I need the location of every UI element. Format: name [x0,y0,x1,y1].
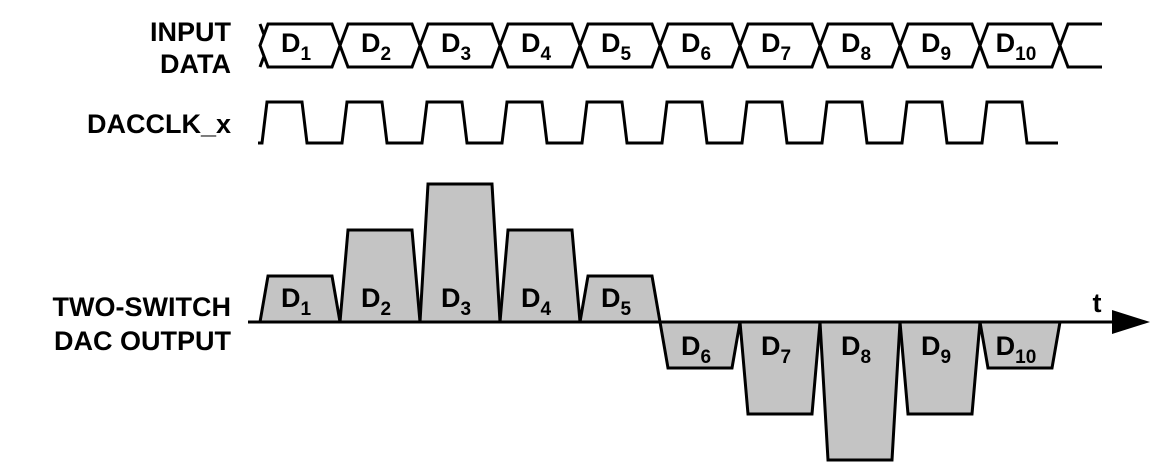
input-data-word-8-base: D [841,28,861,58]
dac-output-word-5: D5 [601,283,632,320]
input-bus-tail [1058,22,1102,69]
dac-output-word-4-base: D [521,283,541,313]
input-data-word-10-base: D [996,28,1016,58]
input-data-word-5-subscript: 5 [620,44,631,65]
input-data-word-10-subscript: 10 [1015,44,1036,65]
input-data-word-1-subscript: 1 [300,44,311,65]
input-data-word-1: D1 [281,28,312,65]
dacclk-waveform [258,100,1058,145]
dac-output-word-2-subscript: 2 [380,299,391,320]
input-data-label-line1: INPUT [150,17,232,47]
dac-output-word-6-subscript: 6 [700,347,711,368]
input-data-word-6-base: D [681,28,701,58]
dac-output-word-10-subscript: 10 [1015,347,1036,368]
input-data-word-4-base: D [521,28,541,58]
input-data-word-2-subscript: 2 [380,44,391,65]
dac-output-word-9: D9 [921,331,951,368]
dac-output-word-4-subscript: 4 [540,299,551,320]
input-data-word-3: D3 [441,28,471,65]
input-data-word-7-base: D [761,28,781,58]
dac-output-word-5-base: D [601,283,621,313]
dac-output-word-8: D8 [841,331,871,368]
dac-output-label-line1: TWO-SWITCH [53,292,231,322]
time-axis-label: t [1093,288,1102,318]
input-data-word-4-subscript: 4 [540,44,551,65]
dac-output-word-1-base: D [281,283,301,313]
dac-output-word-6: D6 [681,331,711,368]
dac-output-word-7: D7 [761,331,791,368]
dac-output-word-3-base: D [441,283,461,313]
input-data-word-1-base: D [281,28,301,58]
dac-output-word-8-base: D [841,331,861,361]
dac-output-label-line2: DAC OUTPUT [54,326,231,356]
input-data-word-9: D9 [921,28,951,65]
dac-output-word-9-subscript: 9 [940,347,951,368]
dac-output-word-10: D10 [996,331,1037,368]
dac-output-word-4: D4 [521,283,552,320]
dac-output-word-7-base: D [761,331,781,361]
input-data-word-8-subscript: 8 [860,44,871,65]
input-data-word-4: D4 [521,28,552,65]
dac-output-word-1-subscript: 1 [300,299,311,320]
dacclk-trace [258,100,1058,145]
input-data-word-7-subscript: 7 [780,44,791,65]
input-data-word-6: D6 [681,28,711,65]
input-data-label-line2: DATA [160,49,231,79]
dac-output-word-8-subscript: 8 [860,347,871,368]
time-axis-arrowhead [1112,310,1150,334]
dac-output-word-6-base: D [681,331,701,361]
input-data-word-2: D2 [361,28,391,65]
dac-output-word-1: D1 [281,283,312,320]
input-data-word-3-base: D [441,28,461,58]
dacclk-label: DACCLK_x [87,109,231,139]
input-data-word-2-base: D [361,28,381,58]
dac-output-word-2-base: D [361,283,381,313]
dac-output-word-5-subscript: 5 [620,299,631,320]
input-data-word-10: D10 [996,28,1037,65]
dac-output-word-3-subscript: 3 [460,299,471,320]
input-data-word-7: D7 [761,28,791,65]
input-data-word-8: D8 [841,28,871,65]
dac-output-word-9-base: D [921,331,941,361]
input-data-word-5-base: D [601,28,621,58]
input-data-word-6-subscript: 6 [700,44,711,65]
input-data-word-5: D5 [601,28,632,65]
input-data-word-3-subscript: 3 [460,44,471,65]
input-data-word-9-base: D [921,28,941,58]
dac-output-word-2: D2 [361,283,391,320]
dac-output-word-10-base: D [996,331,1016,361]
dac-output-word-7-subscript: 7 [780,347,791,368]
input-data-word-9-subscript: 9 [940,44,951,65]
dac-output-word-3: D3 [441,283,471,320]
